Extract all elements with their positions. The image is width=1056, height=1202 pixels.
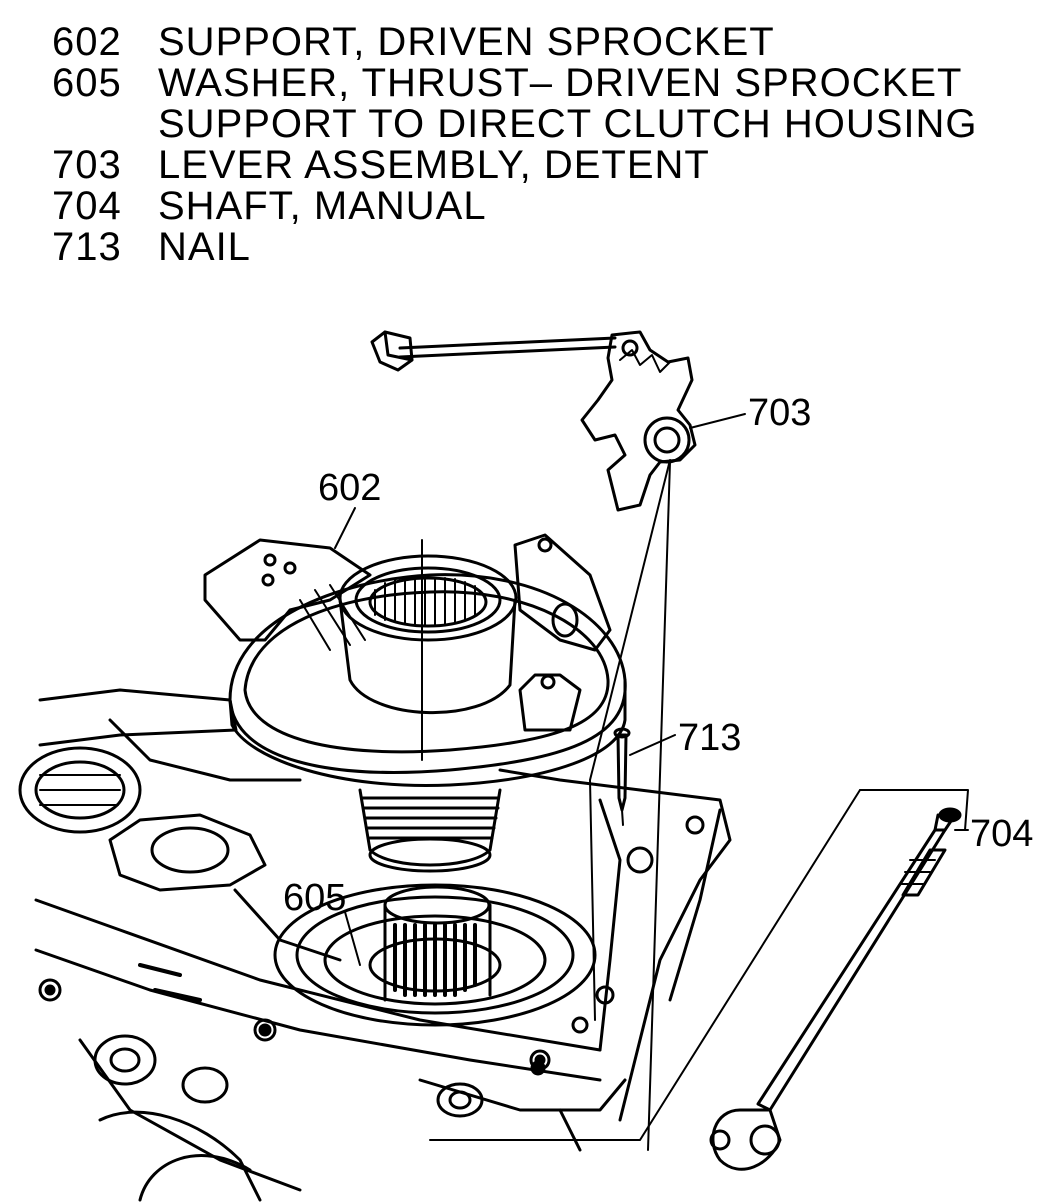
legend-row-605: 605 WASHER, THRUST– DRIVEN SPROCKET (52, 63, 978, 104)
callout-605: 605 (283, 877, 346, 919)
transmission-case (18, 688, 732, 1202)
legend-row-704: 704 SHAFT, MANUAL (52, 186, 978, 227)
legend-description: SHAFT, MANUAL (158, 184, 487, 228)
callout-703: 703 (748, 392, 811, 434)
nail-713 (613, 727, 631, 812)
legend-number: 713 (52, 225, 122, 269)
legend-number: 602 (52, 20, 122, 64)
legend-number: 703 (52, 143, 122, 187)
legend-row-703: 703 LEVER ASSEMBLY, DETENT (52, 145, 978, 186)
legend-description: WASHER, THRUST– DRIVEN SPROCKET (158, 61, 963, 105)
legend-row-602: 602 SUPPORT, DRIVEN SPROCKET (52, 22, 978, 63)
parts-legend: 602 SUPPORT, DRIVEN SPROCKET 605 WASHER,… (52, 22, 978, 268)
callout-704: 704 (970, 813, 1033, 855)
detent-lever-assembly-703 (370, 330, 697, 512)
legend-description: NAIL (158, 225, 251, 269)
manual-shaft-704 (709, 807, 962, 1171)
thrust-washer-605 (273, 883, 597, 1027)
callout-713: 713 (678, 717, 741, 759)
legend-row-605-continued: SUPPORT TO DIRECT CLUTCH HOUSING (52, 104, 978, 145)
legend-description: SUPPORT, DRIVEN SPROCKET (158, 20, 775, 64)
legend-number: 704 (52, 184, 122, 228)
legend-number: 605 (52, 61, 122, 105)
legend-row-713: 713 NAIL (52, 227, 978, 268)
driven-sprocket-support-602 (203, 533, 627, 873)
legend-description: LEVER ASSEMBLY, DETENT (158, 143, 710, 187)
leader-lines (334, 413, 969, 1151)
callout-602: 602 (318, 467, 381, 509)
legend-description: SUPPORT TO DIRECT CLUTCH HOUSING (158, 102, 978, 146)
